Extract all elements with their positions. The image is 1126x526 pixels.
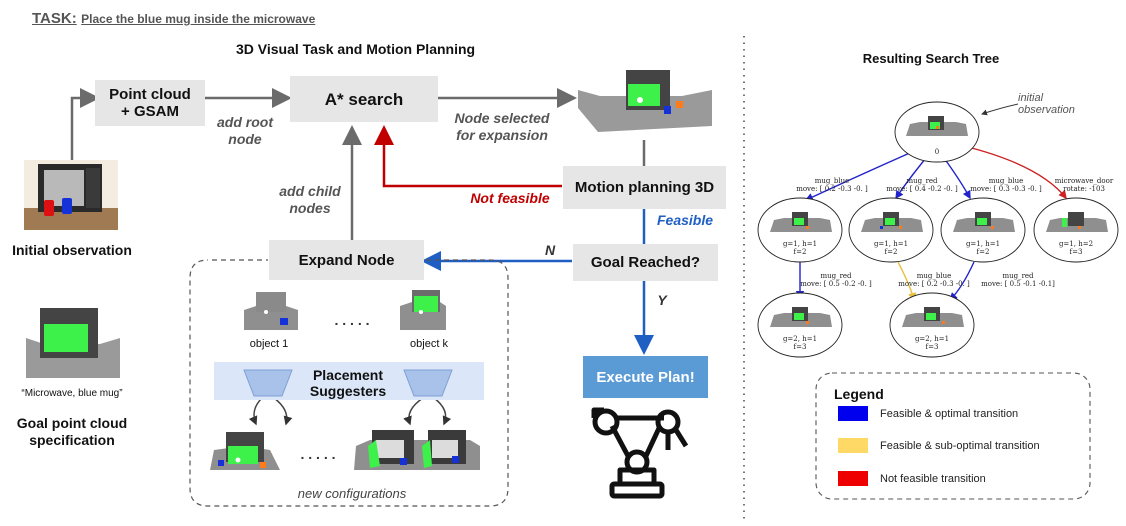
legend-swatch-optimal — [838, 406, 868, 421]
task-header: TASK: Place the blue mug inside the micr… — [32, 10, 315, 28]
arrow-obs-to-pointcloud — [70, 88, 100, 160]
new-config-image-1 — [210, 432, 280, 470]
tree-node-label-6: g=2, h=1 f=3 — [914, 335, 950, 351]
goal-reached-box: Goal Reached? — [573, 244, 718, 281]
astar-search-box: A* search — [290, 76, 438, 122]
tree-edge-label-6: mug_blue move: [ 0.2 -0.3 -0. ] — [898, 272, 970, 288]
suggester-arrow-2a — [403, 397, 424, 426]
goal-caption: “Microwave, blue mug” — [21, 388, 123, 399]
placement-suggesters-label: Placement Suggesters — [309, 367, 387, 399]
tree-node-label-1: g=1, h=1 f=2 — [782, 240, 818, 256]
legend-label-not-feasible: Not feasible transition — [880, 473, 986, 485]
legend-box — [815, 372, 1091, 500]
tree-pointer-arrow — [981, 103, 1019, 116]
tree-edge-2 — [895, 157, 927, 200]
tree-edge-4 — [963, 145, 1067, 200]
suggester-funnel-2 — [403, 369, 453, 397]
task-text: Place the blue mug inside the microwave — [81, 12, 316, 26]
suggester-arrow-2b — [433, 397, 452, 426]
object-1-image — [244, 292, 298, 330]
tree-node-thumbnails — [770, 116, 1108, 327]
tree-edge-1 — [804, 151, 913, 201]
tree-node-label-4: g=1, h=2 f=3 — [1058, 240, 1094, 256]
point-cloud-box: Point cloud + GSAM — [95, 80, 205, 126]
add-child-label: add child nodes — [279, 183, 341, 216]
not-feasible-label: Not feasible — [470, 190, 550, 206]
tree-edge-label-5: mug_red move: [ 0.5 -0.2 -0. ] — [800, 272, 872, 288]
goal-spec-label: Goal point cloud specification — [16, 415, 128, 448]
legend-swatch-suboptimal — [838, 438, 868, 453]
tree-edge-label-1: mug_blue move: [ 0.2 -0.3 -0. ] — [796, 177, 868, 193]
tree-initial-obs-label: initial observation — [1018, 92, 1075, 116]
motion-planning-box: Motion planning 3D — [563, 166, 726, 209]
feasible-label: Feasible — [656, 212, 714, 228]
configs-ellipsis: . . . . . — [300, 446, 336, 462]
new-configurations-label: new configurations — [297, 486, 407, 501]
legend-label-optimal: Feasible & optimal transition — [880, 408, 1019, 420]
legend-swatch-not-feasible — [838, 471, 868, 486]
tree-edge-label-7: mug_red move: [ 0.5 -0.1 -0.1] — [981, 272, 1055, 288]
tree-node-label-5: g=2, h=1 f=3 — [782, 335, 818, 351]
new-config-image-2 — [354, 430, 480, 470]
expand-node-box: Expand Node — [269, 240, 424, 280]
legend-title: Legend — [834, 386, 884, 402]
arrow-not-feasible — [374, 125, 562, 188]
tree-node-label-2: g=1, h=1 f=2 — [873, 240, 909, 256]
initial-observation-label: Initial observation — [12, 242, 132, 258]
objects-ellipsis: . . . . . — [334, 312, 370, 328]
suggester-arrow-1b — [273, 397, 293, 426]
add-root-label: add root node — [217, 114, 273, 147]
planning-title: 3D Visual Task and Motion Planning — [236, 41, 476, 57]
y-label: Y — [657, 292, 667, 308]
object-k-image — [400, 290, 446, 330]
n-label: N — [544, 242, 556, 258]
tree-edge-label-3: mug_blue move: [ 0.3 -0.3 -0. ] — [970, 177, 1042, 193]
selected-node-scene — [578, 70, 712, 132]
tree-title: Resulting Search Tree — [862, 51, 1000, 66]
initial-observation-image — [24, 160, 118, 230]
task-prefix: TASK: — [32, 10, 77, 27]
object-k-label: object k — [410, 338, 448, 350]
node-selected-label: Node selected for expansion — [454, 110, 550, 143]
tree-root-label: 0 — [934, 148, 940, 156]
suggester-arrow-1a — [248, 397, 263, 426]
object-1-label: object 1 — [249, 338, 289, 350]
goal-point-cloud-image — [26, 308, 120, 378]
tree-edge-label-2: mug_red move: [ 0.4 -0.2 -0. ] — [886, 177, 958, 193]
tree-edge-label-4: microwave_door rotate: -103 — [1054, 177, 1114, 193]
tree-node-label-3: g=1, h=1 f=2 — [965, 240, 1001, 256]
expand-region-outline — [189, 259, 509, 507]
robot-arm-icon — [591, 407, 689, 499]
suggester-funnel-1 — [243, 369, 293, 397]
legend-label-suboptimal: Feasible & sub-optimal transition — [880, 440, 1040, 452]
execute-plan-box: Execute Plan! — [583, 356, 708, 398]
